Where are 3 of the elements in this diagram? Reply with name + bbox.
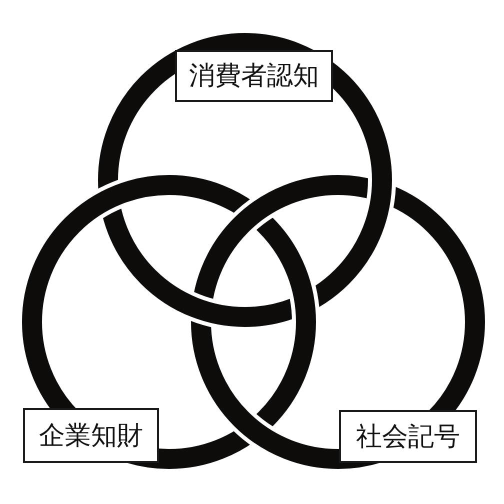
ring-label: 消費者認知: [175, 50, 333, 102]
ring-label: 社会記号: [339, 410, 477, 463]
ring-label: 企業知財: [23, 408, 159, 463]
